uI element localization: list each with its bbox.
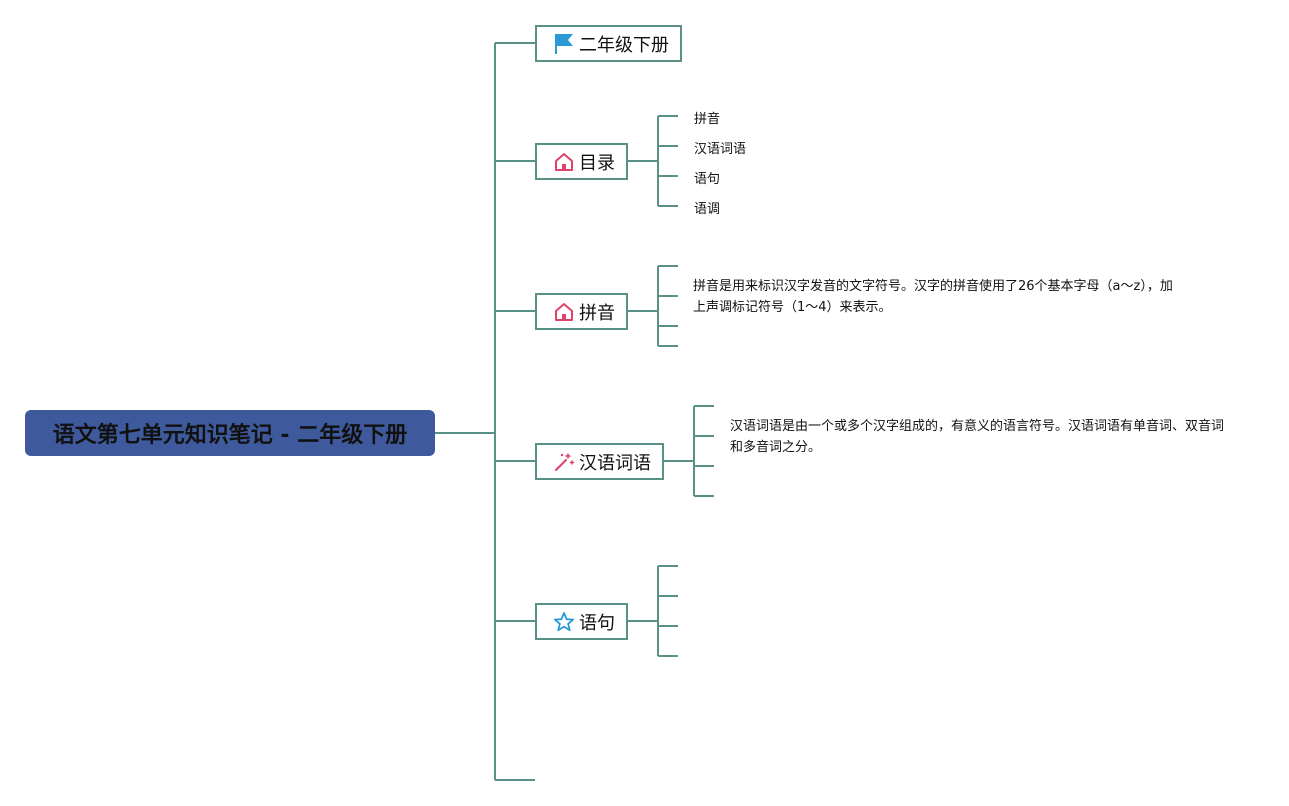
branch-node-words[interactable]: 汉语词语 [535,443,664,480]
branch-node-title[interactable]: 二年级下册 [535,25,682,62]
branch-label: 拼音 [579,302,615,324]
branch-label: 二年级下册 [579,34,669,56]
toc-item[interactable]: 汉语词语 [694,142,747,157]
magic-wand-icon [553,451,575,473]
branch-node-pinyin[interactable]: 拼音 [535,293,628,330]
home-icon [553,151,575,173]
branch-label: 语句 [579,612,615,634]
root-topic[interactable]: 语文第七单元知识笔记 - 二年级下册 [25,410,435,456]
branch-label: 目录 [579,152,615,174]
root-topic-label: 语文第七单元知识笔记 - 二年级下册 [52,423,408,448]
flag-icon [553,33,575,55]
words-description[interactable]: 汉语词语是由一个或多个汉字组成的，有意义的语言符号。汉语词语有单音词、双音词和多… [730,419,1225,455]
home-icon [553,301,575,323]
toc-item[interactable]: 语调 [694,202,721,217]
branch-node-sentence[interactable]: 语句 [535,603,628,640]
branch-node-toc[interactable]: 目录 [535,143,628,180]
toc-item[interactable]: 拼音 [694,112,721,127]
toc-item[interactable]: 语句 [694,172,721,187]
branch-label: 汉语词语 [579,452,651,474]
star-icon [553,611,575,633]
pinyin-description[interactable]: 拼音是用来标识汉字发音的文字符号。汉字的拼音使用了26个基本字母（a～z），加上… [693,279,1173,315]
